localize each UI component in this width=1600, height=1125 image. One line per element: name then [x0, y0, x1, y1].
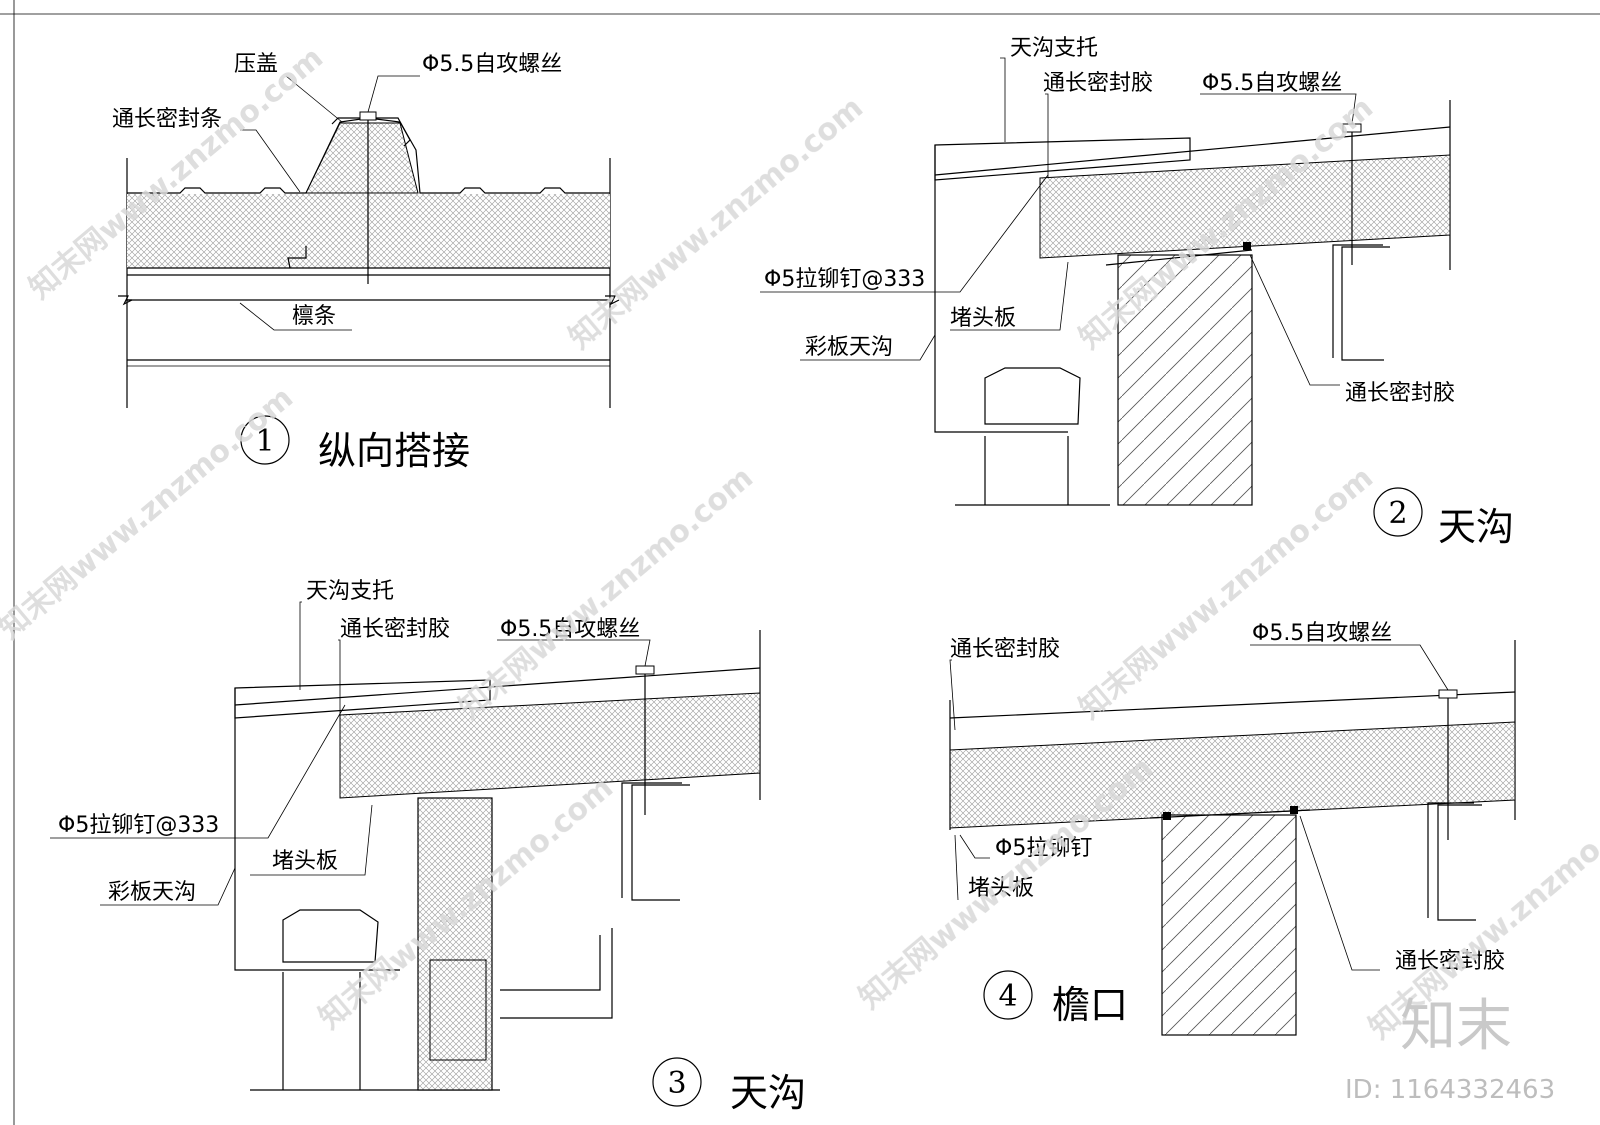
label-sealant-top: 通长密封胶 [950, 637, 1060, 662]
label-rivet: Φ5拉铆钉@333 [58, 813, 219, 838]
detail-number: 4 [998, 979, 1017, 1014]
label-end-plate: 堵头板 [272, 849, 338, 874]
label-sealant-top: 通长密封胶 [1043, 71, 1153, 96]
sealant-bead [1243, 242, 1251, 250]
roof-skin [949, 691, 1516, 719]
detail-number-circle [240, 415, 290, 465]
detail-number-circle [1373, 487, 1423, 537]
watermark-text: 知末网www.znzmo.com [453, 460, 760, 726]
break-symbol-left [118, 295, 133, 306]
watermark-text: 知末网www.znzmo.com [0, 380, 300, 646]
brand-logo: 知末 [1400, 994, 1512, 1059]
wall [1161, 814, 1297, 1036]
detail-title: 天沟 [730, 1071, 806, 1115]
gutter-outline [234, 688, 400, 971]
foam-panel [949, 721, 1516, 829]
image-id: ID: 1164332463 [1345, 1075, 1555, 1105]
label-screw: Φ5.5自攻螺丝 [422, 52, 562, 77]
detail-number: 2 [1388, 496, 1407, 531]
top-skin [127, 117, 610, 194]
cap-plate [331, 117, 411, 147]
detail-number-circle [652, 1057, 702, 1107]
label-gutter-support: 天沟支托 [1010, 36, 1098, 61]
label-gutter: 彩板天沟 [108, 880, 196, 905]
drain-head [984, 367, 1081, 425]
c-purlin [500, 935, 601, 991]
label-gutter: 彩板天沟 [805, 335, 893, 360]
foam-panel [1039, 154, 1451, 259]
label-seal-strip: 通长密封条 [112, 107, 222, 132]
label-screw: Φ5.5自攻螺丝 [1252, 621, 1392, 646]
detail-title: 纵向搭接 [318, 429, 470, 473]
break-symbol-right [605, 295, 620, 306]
roof-skin [934, 126, 1451, 176]
z-purlin [1437, 804, 1482, 921]
gutter-outline [934, 145, 1068, 433]
detail-4: 通长密封胶 Φ5.5自攻螺丝 Φ5拉铆钉 堵头板 通长密封胶 4 檐口 [949, 621, 1516, 1036]
label-sealant-bottom: 通长密封胶 [1345, 381, 1455, 406]
detail-number-circle [983, 970, 1033, 1020]
label-end-plate: 堵头板 [968, 876, 1034, 901]
lap-hook [287, 246, 307, 269]
detail-2: 天沟支托 通长密封胶 Φ5.5自攻螺丝 Φ5拉铆钉@333 堵头板 彩板天沟 通… [760, 36, 1514, 549]
label-sealant: 通长密封胶 [340, 617, 450, 642]
z-purlin [631, 784, 690, 901]
detail-number: 3 [667, 1066, 686, 1101]
foam-panel [339, 692, 761, 799]
label-screw: Φ5.5自攻螺丝 [500, 617, 640, 642]
detail-title: 檐口 [1052, 983, 1128, 1027]
wall [1117, 254, 1253, 506]
label-gutter-support: 天沟支托 [306, 579, 394, 604]
cap-core [305, 122, 419, 194]
label-screw: Φ5.5自攻螺丝 [1202, 71, 1342, 96]
label-cap: 压盖 [234, 52, 278, 77]
detail-title: 天沟 [1438, 505, 1514, 549]
screw-head [359, 111, 377, 121]
screw-head [1438, 689, 1458, 699]
z-purlin [1341, 246, 1390, 361]
label-sealant-bottom: 通长密封胶 [1395, 949, 1505, 974]
drain-head [282, 909, 379, 963]
label-purlin: 檩条 [292, 304, 336, 329]
detail-3: 天沟支托 通长密封胶 Φ5.5自攻螺丝 Φ5拉铆钉@333 堵头板 彩板天沟 3… [50, 579, 806, 1115]
sealant-bead-1 [1163, 812, 1171, 820]
detail-1: 压盖 Φ5.5自攻螺丝 通长密封条 檩条 1 纵向搭接 [112, 52, 620, 473]
roof-skin [234, 667, 761, 706]
detail-number: 1 [255, 424, 274, 459]
label-end-plate: 堵头板 [950, 306, 1016, 331]
label-rivet: Φ5拉铆钉@333 [764, 267, 925, 292]
sealant-bead-2 [1290, 806, 1298, 814]
label-rivet: Φ5拉铆钉 [995, 836, 1092, 861]
screw-head [635, 665, 655, 675]
